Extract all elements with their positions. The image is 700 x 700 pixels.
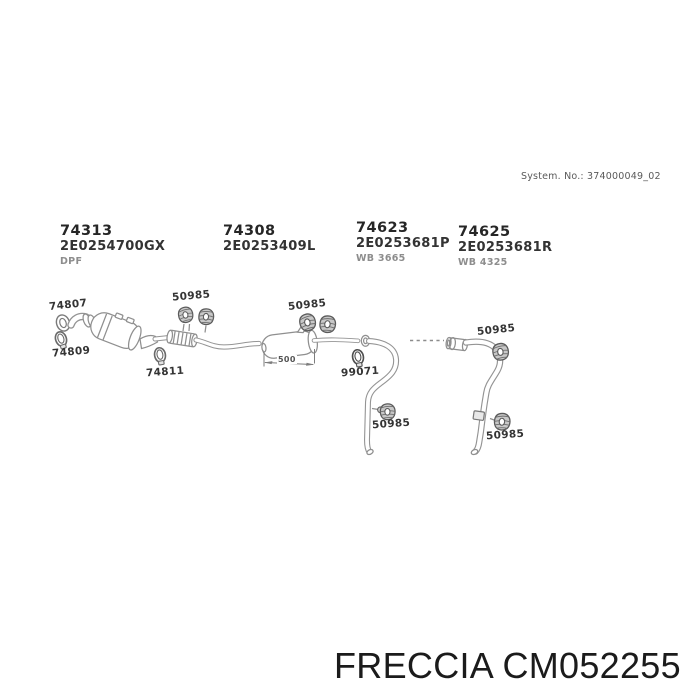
rubber-hanger-icon bbox=[198, 308, 215, 325]
part-note: WB 4325 bbox=[458, 256, 508, 268]
part-code: 2E0254700GX bbox=[60, 239, 166, 255]
callout-muffler-length: 500 bbox=[277, 355, 297, 364]
part-block-74625: 74625 2E0253681R WB 4325 bbox=[458, 224, 552, 268]
part-note: WB 3665 bbox=[356, 252, 406, 264]
tailpipe-drawing bbox=[445, 336, 511, 456]
part-code: 2E0253681P bbox=[356, 236, 450, 252]
part-number: 74625 bbox=[458, 224, 511, 240]
system-number-label: System. No.: 374000049_02 bbox=[521, 171, 661, 182]
downpipe-drawing bbox=[350, 338, 400, 456]
part-note: DPF bbox=[60, 255, 83, 267]
rubber-hanger-icon bbox=[319, 315, 337, 333]
footer-brand-line: FRECCIA CM052255 bbox=[334, 645, 681, 687]
part-block-74308: 74308 2E0253409L bbox=[223, 223, 316, 257]
dimension-arrow bbox=[263, 349, 315, 367]
part-number: 74623 bbox=[356, 220, 409, 236]
part-number: 74313 bbox=[60, 223, 113, 239]
footer-part-code: CM052255 bbox=[502, 645, 681, 686]
part-number: 74308 bbox=[223, 223, 276, 239]
part-code: 2E0253681R bbox=[458, 240, 553, 256]
band-clamp-icon bbox=[472, 410, 486, 421]
cat-outlet-clamp-icon bbox=[152, 346, 168, 367]
part-block-74623: 74623 2E0253681P WB 3665 bbox=[356, 220, 450, 264]
part-block-74313: 74313 2E0254700GX DPF bbox=[60, 223, 165, 267]
rubber-hanger-icon bbox=[177, 306, 195, 324]
brand-name: FRECCIA bbox=[334, 645, 493, 686]
part-code: 2E0253409L bbox=[223, 239, 316, 255]
flex-pipe-drawing bbox=[166, 306, 262, 350]
muffler-drawing bbox=[261, 312, 371, 367]
